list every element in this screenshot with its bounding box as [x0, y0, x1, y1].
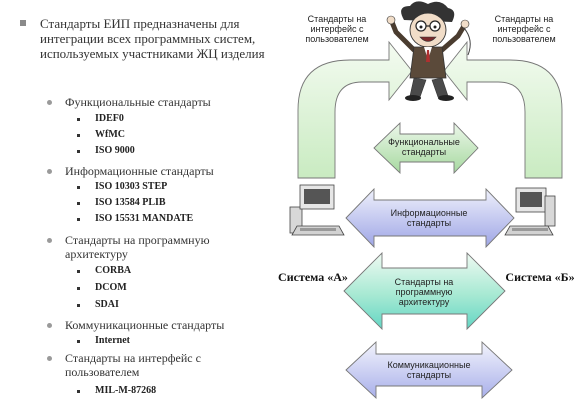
arrow-communication — [345, 340, 513, 400]
user-figure-icon — [386, 1, 471, 101]
circle-bullet-icon — [47, 356, 52, 361]
category-label: Стандарты на программную архитектуру — [65, 233, 210, 261]
arrow-architecture — [343, 251, 506, 331]
system-a-label: Система «А» — [278, 270, 348, 284]
ui-standards-left-label: Стандарты на интерфейс с пользователем — [305, 14, 369, 44]
circle-bullet-icon — [47, 323, 52, 328]
system-b-label: Система «Б» — [505, 270, 575, 284]
main-bullet: Стандарты ЕИП предназначены для интеграц… — [20, 16, 280, 78]
circle-bullet-icon — [47, 100, 52, 105]
right-curved-arrow — [443, 40, 563, 179]
main-text: Стандарты ЕИП предназначены для интеграц… — [40, 16, 265, 61]
small-square-bullet-icon — [77, 270, 80, 273]
standards-list: Стандарты ЕИП предназначены для интеграц… — [0, 0, 270, 414]
small-square-bullet-icon — [77, 390, 80, 393]
small-square-bullet-icon — [77, 340, 80, 343]
arrow-information — [345, 187, 515, 249]
small-square-bullet-icon — [77, 150, 80, 153]
category-label: Информационные стандарты — [65, 164, 214, 178]
left-curved-arrow — [297, 40, 413, 179]
square-bullet-icon — [20, 20, 26, 26]
circle-bullet-icon — [47, 238, 52, 243]
computer-a-icon — [289, 184, 345, 236]
small-square-bullet-icon — [77, 304, 80, 307]
circle-bullet-icon — [47, 169, 52, 174]
computer-b-icon — [504, 187, 556, 236]
arrow-functional — [373, 121, 479, 175]
arrow-functional-label: Функциональные стандарты — [388, 137, 460, 157]
small-square-bullet-icon — [77, 287, 80, 290]
small-square-bullet-icon — [77, 186, 80, 189]
small-square-bullet-icon — [77, 202, 80, 205]
arrow-architecture-label: Стандарты на программную архитектуру — [394, 277, 454, 307]
category-label: Коммуникационные стандарты — [65, 318, 225, 332]
arrow-information-label: Информационные стандарты — [390, 208, 468, 228]
ui-standards-right-label: Стандарты на интерфейс с пользователем — [492, 14, 556, 44]
category-label: Функциональные стандарты — [65, 95, 211, 109]
small-square-bullet-icon — [77, 134, 80, 137]
small-square-bullet-icon — [77, 118, 80, 121]
arrow-communication-label: Коммуникационные стандарты — [387, 360, 471, 380]
small-square-bullet-icon — [77, 218, 80, 221]
category-label: Стандарты на интерфейс с пользователем — [65, 351, 201, 379]
